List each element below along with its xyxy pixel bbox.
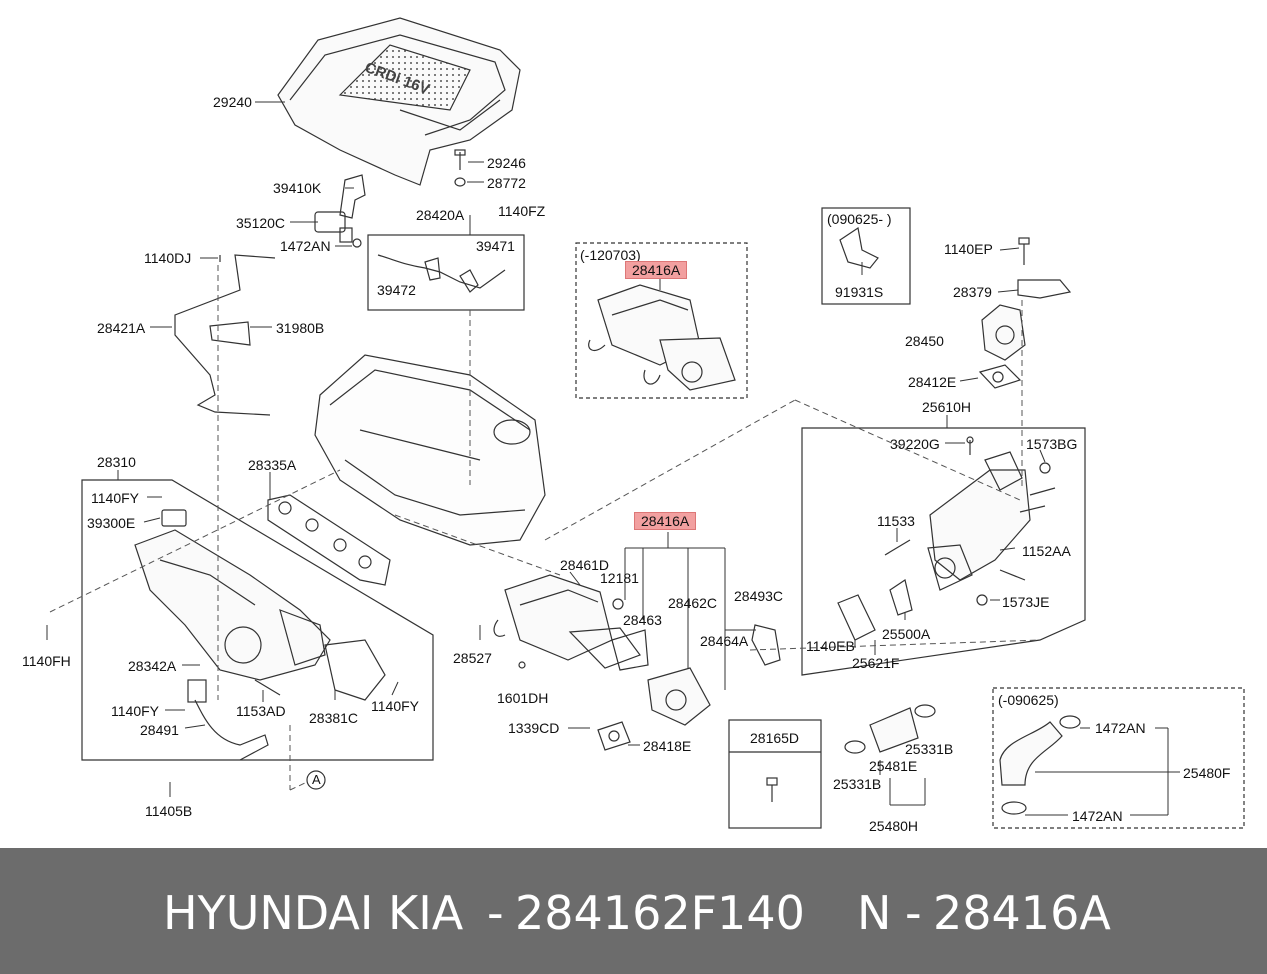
label-28379: 28379 bbox=[953, 284, 992, 300]
label-11533: 11533 bbox=[877, 513, 915, 529]
label-28491: 28491 bbox=[140, 722, 179, 738]
egr-cooler-old bbox=[588, 284, 736, 391]
label-28527: 28527 bbox=[453, 650, 492, 666]
label-1140eb: 1140EB bbox=[806, 638, 855, 654]
label-28418e: 28418E bbox=[643, 738, 692, 754]
bracket-39410k bbox=[339, 174, 366, 219]
label-39472: 39472 bbox=[377, 282, 416, 298]
label-25480f: 25480F bbox=[1183, 765, 1231, 781]
label-1140fy-a: 1140FY bbox=[91, 490, 139, 506]
egr-box-old bbox=[575, 242, 748, 399]
label-25331b-b: 25331B bbox=[905, 741, 954, 757]
label-39300e: 39300E bbox=[87, 515, 136, 531]
label-1573je: 1573JE bbox=[1002, 594, 1050, 610]
hose-25480f bbox=[999, 715, 1081, 815]
pipe-28421a bbox=[174, 254, 276, 416]
label-28420a: 28420A bbox=[416, 207, 465, 223]
tube-box-28420a bbox=[367, 234, 525, 311]
label-1573bg: 1573BG bbox=[1026, 436, 1078, 452]
label-1140fy-c: 1140FY bbox=[371, 698, 419, 714]
label-25480h: 25480H bbox=[869, 818, 919, 834]
label-28342a: 28342A bbox=[128, 658, 177, 674]
hose-25480h bbox=[844, 704, 936, 754]
label-28421a: 28421A bbox=[97, 320, 146, 336]
label-25331b-a: 25331B bbox=[833, 776, 882, 792]
label-11405b: 11405B bbox=[145, 803, 193, 819]
footer-brand: HYUNDAI KIA bbox=[163, 886, 464, 940]
label-28450: 28450 bbox=[905, 333, 944, 349]
label-28165d: 28165D bbox=[750, 730, 800, 746]
egr-valve-28450 bbox=[978, 237, 1072, 389]
label-28335a: 28335A bbox=[248, 457, 297, 473]
bolt-29246 bbox=[454, 149, 466, 170]
label-28493c: 28493C bbox=[734, 588, 784, 604]
label-28310: 28310 bbox=[97, 454, 136, 470]
label-28412e: 28412E bbox=[908, 374, 957, 390]
label-39220g: 39220G bbox=[890, 436, 940, 452]
label-25610h: 25610H bbox=[922, 399, 972, 415]
label-28462c: 28462C bbox=[668, 595, 718, 611]
label-28463: 28463 bbox=[623, 612, 662, 628]
label-28416a-top: 28416A bbox=[625, 261, 688, 279]
engine-cover bbox=[277, 17, 521, 186]
bracket-box-91931s bbox=[821, 207, 911, 305]
label-29246: 29246 bbox=[487, 155, 526, 171]
footer-bar: HYUNDAI KIA - 284162F140 N - 28416A bbox=[0, 848, 1267, 974]
label-1152aa: 1152AA bbox=[1022, 543, 1071, 559]
parts-diagram: 29240 29246 28772 39410K 35120C 28420A 1… bbox=[22, 17, 1245, 834]
label-25481e: 25481E bbox=[869, 758, 918, 774]
label-1140fy-b: 1140FY bbox=[111, 703, 159, 719]
grommet-28772 bbox=[454, 177, 466, 187]
label-1339cd: 1339CD bbox=[508, 720, 560, 736]
label-25500a: 25500A bbox=[882, 626, 931, 642]
label-91931s: 91931S bbox=[835, 284, 884, 300]
label-28772: 28772 bbox=[487, 175, 526, 191]
label-29240: 29240 bbox=[213, 94, 252, 110]
label-1140fz: 1140FZ bbox=[498, 203, 546, 219]
reference-circle-a bbox=[306, 770, 326, 790]
bolt-28165d bbox=[766, 777, 778, 802]
label-090625-b: (-090625) bbox=[998, 692, 1059, 708]
intake-manifold bbox=[134, 509, 386, 761]
label-090625-box: (090625- ) bbox=[827, 211, 892, 227]
egr-cooler-new bbox=[493, 574, 781, 751]
label-1472an-top: 1472AN bbox=[280, 238, 331, 254]
label-12181: 12181 bbox=[600, 570, 639, 586]
footer-separator-1: - bbox=[487, 886, 504, 940]
gasket-28335a bbox=[267, 494, 391, 586]
label-1140ep: 1140EP bbox=[944, 241, 993, 257]
footer-ref-code: 28416A bbox=[933, 886, 1111, 940]
footer-part-number: 284162F140 bbox=[515, 886, 805, 940]
engine-block bbox=[314, 354, 546, 546]
label-1472an-a: 1472AN bbox=[1095, 720, 1146, 736]
intake-box-28310 bbox=[81, 479, 434, 761]
label-31980b: 31980B bbox=[276, 320, 325, 336]
label-28461d: 28461D bbox=[560, 557, 610, 573]
label-1153ad: 1153AD bbox=[236, 703, 286, 719]
label-28416a-mid: 28416A bbox=[634, 512, 697, 530]
label-39410k: 39410K bbox=[273, 180, 322, 196]
label-1472an-b: 1472AN bbox=[1072, 808, 1123, 824]
label-39471: 39471 bbox=[476, 238, 515, 254]
thermostat-box-25610h bbox=[801, 427, 1086, 676]
label-28381c: 28381C bbox=[309, 710, 359, 726]
label-1140fh: 1140FH bbox=[22, 653, 71, 669]
label-1140dj: 1140DJ bbox=[144, 250, 192, 266]
diagram-drawing bbox=[46, 17, 1245, 829]
label-ref-a: A bbox=[312, 772, 321, 787]
thermostat-housing bbox=[837, 436, 1056, 641]
box-28165d bbox=[728, 719, 822, 829]
bracket-91931s bbox=[839, 226, 879, 269]
label-35120c: 35120C bbox=[236, 215, 286, 231]
label-120703: (-120703) bbox=[580, 247, 641, 263]
footer-n-label: N bbox=[857, 886, 892, 940]
label-25621f: 25621F bbox=[852, 655, 900, 671]
footer-separator-2: - bbox=[905, 886, 922, 940]
label-1601dh: 1601DH bbox=[497, 690, 549, 706]
label-28464a: 28464A bbox=[700, 633, 749, 649]
